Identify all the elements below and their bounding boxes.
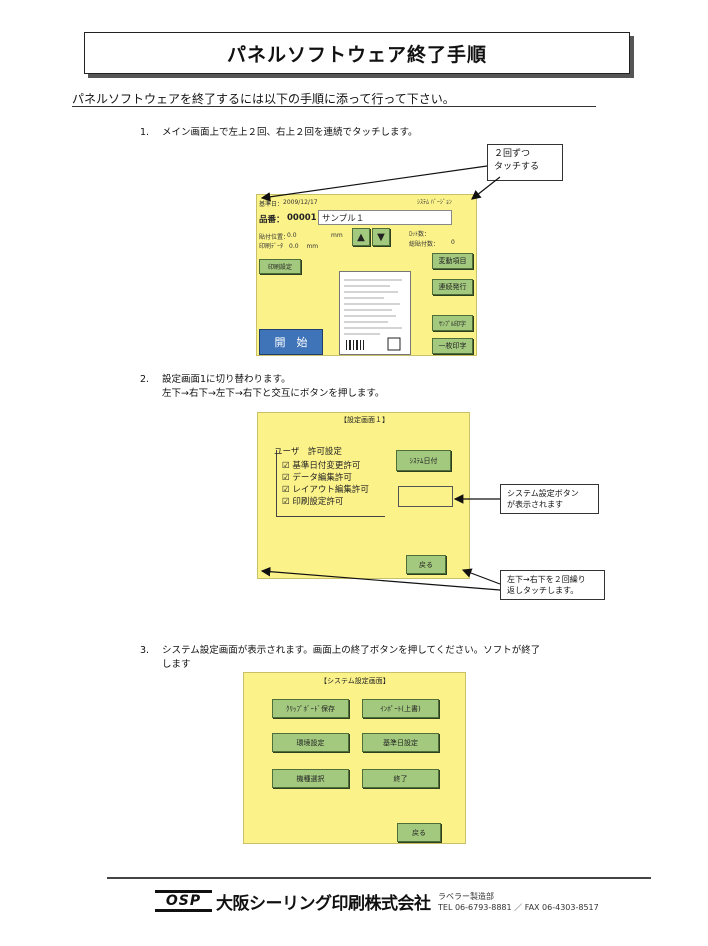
permission-item[interactable]: ☑ 印刷設定許可 <box>282 497 344 507</box>
lot-count-label: ﾛｯﾄ数： <box>409 231 431 238</box>
step2-callout1-line2: が表示されます <box>507 500 563 509</box>
step2-callout-system-button: システム設定ボタン が表示されます <box>500 484 599 514</box>
step1-callout-line2: タッチする <box>494 162 540 172</box>
total-count-value: 0 <box>451 239 455 246</box>
system-settings-screen: 【システム設定画面】 ｸﾘｯﾌﾟﾎﾞｰﾄﾞ保存 ｲﾝﾎﾟｰﾄ(上書) 環境設定 … <box>243 672 466 844</box>
permission-label: レイアウト編集許可 <box>292 485 369 495</box>
permission-label: データ編集許可 <box>292 473 352 483</box>
footer-divider <box>107 877 651 879</box>
import-overwrite-button[interactable]: ｲﾝﾎﾟｰﾄ(上書) <box>362 699 439 718</box>
step2-number: 2. <box>140 374 150 385</box>
total-count-label: 総貼付数： <box>409 241 440 248</box>
main-screen: 基準日： 2009/12/17 ｼｽﾃﾑ ﾊﾞｰｼﾞｮﾝ 品番： 00001 サ… <box>256 194 477 356</box>
arrow-to-bottom-left <box>260 566 501 591</box>
step1-description: メイン画面上で左上２回、右上２回を連続でタッチします。 <box>162 127 418 138</box>
permission-label: 基準日付変更許可 <box>292 461 361 471</box>
step2-callout2-line1: 左下→右下を２回繰り <box>507 575 586 584</box>
contact-info: ラベラー製造部 TEL 06-6793-8881 ／ FAX 06-4303-8… <box>438 891 599 913</box>
pos-value: 0.0 <box>287 232 297 239</box>
arrow-to-top-right <box>471 176 501 200</box>
step3-line1: システム設定画面が表示されます。画面上の終了ボタンを押してください。ソフトが終了 <box>162 645 541 656</box>
step2-line1: 設定画面1に切り替わります。 <box>162 374 291 385</box>
step1-callout: ２回ずつ タッチする <box>487 144 563 181</box>
start-button[interactable]: 開 始 <box>259 329 323 355</box>
settings-header: 【設定画面１】 <box>340 416 389 424</box>
single-print-button[interactable]: 一枚印字 <box>432 338 473 354</box>
hidden-system-settings-button[interactable] <box>398 486 453 507</box>
company-name: 大阪シーリング印刷株式会社 <box>216 894 431 914</box>
down-arrow-icon: ▼ <box>377 231 385 243</box>
item-code[interactable]: 00001 <box>287 213 317 223</box>
down-arrow-button[interactable]: ▼ <box>372 228 390 246</box>
department-name: ラベラー製造部 <box>438 892 494 901</box>
exit-button[interactable]: 終了 <box>362 769 439 788</box>
system-settings-header: 【システム設定画面】 <box>320 677 390 685</box>
step2-callout1-line1: システム設定ボタン <box>507 489 579 498</box>
label-preview-graphic <box>344 279 402 351</box>
continuous-issue-button[interactable]: 連続発行 <box>432 279 473 295</box>
model-select-button[interactable]: 機種選択 <box>272 769 349 788</box>
step1-text: 1. メイン画面上で左上２回、右上２回を連続でタッチします。 <box>140 126 418 140</box>
date-label: 基準日： <box>259 201 284 208</box>
system-version: ｼｽﾃﾑ ﾊﾞｰｼﾞｮﾝ <box>417 199 452 206</box>
system-back-button[interactable]: 戻る <box>397 823 441 842</box>
step3-text: 3. システム設定画面が表示されます。画面上の終了ボタンを押してください。ソフトが… <box>140 644 540 672</box>
step2-text: 2. 設定画面1に切り替わります。 左下→右下→左下→右下と交互にボタンを押します… <box>140 373 384 401</box>
page-title-text: パネルソフトウェア終了手順 <box>226 43 487 66</box>
pos-unit: mm <box>331 232 343 239</box>
user-permission-title: ユーザ 許可設定 <box>274 447 342 457</box>
item-label: 品番： <box>259 215 285 225</box>
step3-number: 3. <box>140 645 150 656</box>
permission-item[interactable]: ☑ レイアウト編集許可 <box>282 485 369 495</box>
permission-list: ☑ 基準日付変更許可 ☑ データ編集許可 ☑ レイアウト編集許可 ☑ 印刷設定許… <box>282 459 369 507</box>
company-logo: OSP <box>155 890 212 912</box>
print-setting-button[interactable]: 印刷設定 <box>259 259 301 274</box>
step2-callout-tap: 左下→右下を２回繰り 返しタッチします。 <box>500 570 605 600</box>
contact-phone-fax: TEL 06-6793-8881 ／ FAX 06-4303-8517 <box>438 903 599 912</box>
arrow-to-top-left <box>260 165 488 202</box>
permission-label: 印刷設定許可 <box>292 497 344 507</box>
up-arrow-icon: ▲ <box>357 231 365 243</box>
arrow-to-bottom-right <box>461 568 501 585</box>
page-title: パネルソフトウェア終了手順 <box>84 32 630 74</box>
date-value: 2009/12/17 <box>283 199 318 206</box>
label-preview <box>339 271 411 355</box>
sample-print-button[interactable]: ｻﾝﾌﾟﾙ印字 <box>432 315 473 331</box>
step2-line2: 左下→右下→左下→右下と交互にボタンを押します。 <box>162 388 385 399</box>
settings-screen-1: 【設定画面１】 ユーザ 許可設定 ☑ 基準日付変更許可 ☑ データ編集許可 ☑ … <box>257 412 470 579</box>
clipboard-save-button[interactable]: ｸﾘｯﾌﾟﾎﾞｰﾄﾞ保存 <box>272 699 349 718</box>
item-name-field[interactable]: サンプル１ <box>318 210 452 225</box>
step1-number: 1. <box>140 127 150 138</box>
permission-item[interactable]: ☑ 基準日付変更許可 <box>282 461 361 471</box>
step2-callout2-line2: 返しタッチします。 <box>507 586 579 595</box>
print-data-line: 印刷ﾃﾞｰﾀ 0.0 mm <box>259 243 319 250</box>
permission-item[interactable]: ☑ データ編集許可 <box>282 473 352 483</box>
system-date-button[interactable]: ｼｽﾃﾑ日付 <box>396 450 451 471</box>
back-button[interactable]: 戻る <box>406 555 446 574</box>
environment-settings-button[interactable]: 環境設定 <box>272 733 349 752</box>
intro-text: パネルソフトウェアを終了するには以下の手順に添って行って下さい。 <box>72 92 455 106</box>
user-permission-group <box>276 450 385 517</box>
intro-underline <box>72 106 596 107</box>
change-items-button[interactable]: 変動項目 <box>432 253 473 269</box>
up-arrow-button[interactable]: ▲ <box>352 228 370 246</box>
base-date-settings-button[interactable]: 基準日設定 <box>362 733 439 752</box>
item-name: サンプル１ <box>322 214 365 224</box>
pos-label: 貼付位置： <box>259 234 290 241</box>
step3-line2: します <box>162 659 191 670</box>
step1-callout-line1: ２回ずつ <box>494 149 531 159</box>
